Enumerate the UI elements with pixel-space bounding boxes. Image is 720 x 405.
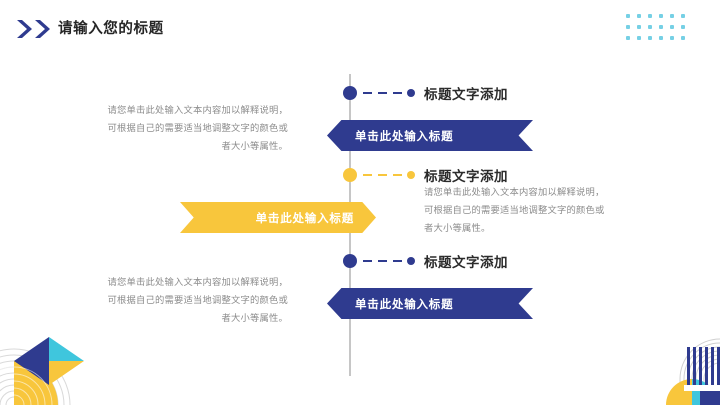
connector-line-icon <box>343 164 463 186</box>
dash-segment-icon <box>363 260 372 262</box>
row-banner-label: 单击此处输入标题 <box>355 298 454 311</box>
dash-segment-icon <box>393 260 402 262</box>
dot-grid-decoration <box>626 14 692 47</box>
timeline-row: 标题文字添加 单击此处输入标题 请您单击此处输入文本内容加以解释说明，可根据自己… <box>0 250 720 328</box>
dash-segment-icon <box>363 174 372 176</box>
row-paragraph: 请您单击此处输入文本内容加以解释说明，可根据自己的需要适当地调整文字的颜色或者大… <box>107 277 288 323</box>
dash-segment-icon <box>378 174 387 176</box>
double-chevron-right-icon <box>16 19 58 39</box>
page-title: 请输入您的标题 <box>58 21 164 37</box>
dash-segment-icon <box>378 92 387 94</box>
timeline-node-icon <box>343 86 357 100</box>
row-paragraph: 请您单击此处输入文本内容加以解释说明，可根据自己的需要适当地调整文字的颜色或者大… <box>107 105 288 151</box>
row-banner[interactable]: 单击此处输入标题 <box>180 202 376 233</box>
row-title: 标题文字添加 <box>424 169 508 184</box>
connector-line-icon <box>343 82 463 104</box>
timeline-node-icon <box>343 168 357 182</box>
row-banner-label: 单击此处输入标题 <box>355 130 454 143</box>
timeline-node-icon <box>343 254 357 268</box>
row-banner[interactable]: 单击此处输入标题 <box>327 120 533 151</box>
connector-end-dot-icon <box>407 171 415 179</box>
connector-line-icon <box>343 250 463 272</box>
dash-segment-icon <box>393 92 402 94</box>
row-title: 标题文字添加 <box>424 255 508 270</box>
row-title: 标题文字添加 <box>424 87 508 102</box>
row-paragraph: 请您单击此处输入文本内容加以解释说明，可根据自己的需要适当地调整文字的颜色或者大… <box>424 187 605 233</box>
row-banner[interactable]: 单击此处输入标题 <box>327 288 533 319</box>
diamond-quadrant-arcs-decoration <box>0 325 92 405</box>
slide-header: 请输入您的标题 <box>0 0 720 58</box>
connector-end-dot-icon <box>407 257 415 265</box>
timeline-row: 标题文字添加 单击此处输入标题 请您单击此处输入文本内容加以解释说明，可根据自己… <box>0 82 720 160</box>
dash-segment-icon <box>378 260 387 262</box>
dash-segment-icon <box>363 92 372 94</box>
connector-end-dot-icon <box>407 89 415 97</box>
dash-segment-icon <box>393 174 402 176</box>
row-banner-label: 单击此处输入标题 <box>255 212 354 225</box>
striped-arcs-circle-decoration <box>646 329 720 405</box>
timeline-row: 标题文字添加 单击此处输入标题 请您单击此处输入文本内容加以解释说明，可根据自己… <box>0 164 720 244</box>
